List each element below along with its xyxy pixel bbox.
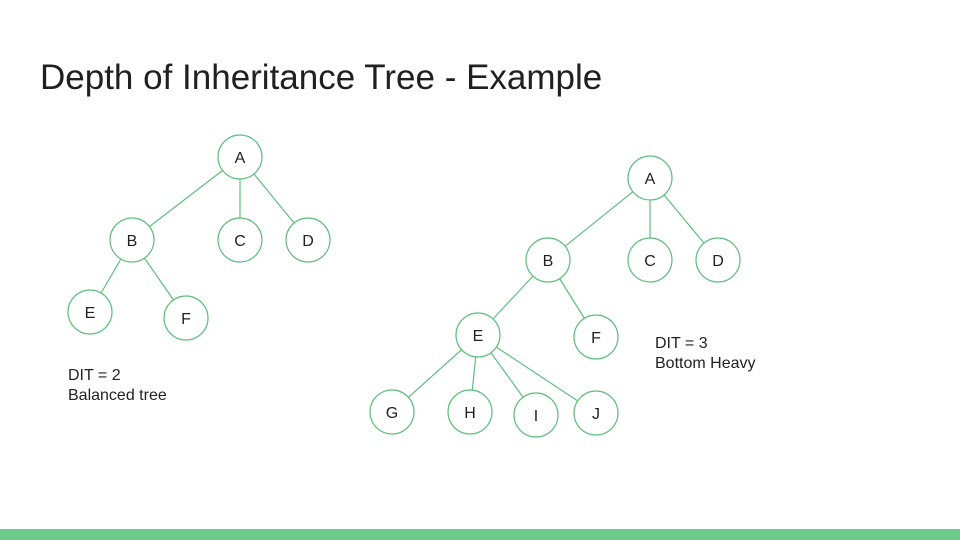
right-tree-node-H	[447, 389, 493, 435]
left-tree-node-label-D: D	[302, 233, 314, 250]
right-tree-node-label-C: C	[644, 253, 656, 270]
right-tree-edge-E-J	[477, 334, 597, 414]
footer-accent-bar	[0, 529, 960, 540]
slide-title: Depth of Inheritance Tree - Example	[40, 58, 603, 97]
right-tree-caption: DIT = 3 Bottom Heavy	[655, 334, 755, 374]
right-tree-node-label-F: F	[591, 330, 601, 347]
right-tree-node-D	[695, 237, 741, 283]
left-tree-node-label-B: B	[127, 233, 138, 250]
right-tree-node-label-H: H	[464, 405, 476, 422]
right-tree-node-label-A: A	[645, 171, 656, 188]
left-tree-edge-A-B	[131, 156, 241, 241]
right-tree-node-F	[573, 314, 619, 360]
left-tree-node-F	[163, 295, 209, 341]
right-tree-node-J	[573, 390, 619, 436]
right-tree-node-label-D: D	[712, 253, 724, 270]
right-tree-node-A	[627, 155, 673, 201]
left-tree-node-E	[67, 289, 113, 335]
left-tree-node-label-E: E	[85, 305, 96, 322]
left-tree-node-label-A: A	[235, 150, 246, 167]
right-tree-node-G	[369, 389, 415, 435]
right-tree-node-B	[525, 237, 571, 283]
right-tree-node-label-J: J	[592, 406, 600, 423]
left-tree-node-C	[217, 217, 263, 263]
left-tree-node-A	[217, 134, 263, 180]
right-tree-dit-label: DIT = 3	[655, 335, 708, 352]
right-tree: A B C D E F G H I J	[369, 155, 741, 438]
left-tree-dit-label: DIT = 2	[68, 367, 121, 384]
left-tree: A B C D E F	[67, 134, 331, 341]
right-tree-node-label-E: E	[473, 328, 484, 345]
right-tree-node-I	[513, 392, 559, 438]
right-tree-node-C	[627, 237, 673, 283]
left-tree-node-D	[285, 217, 331, 263]
left-tree-node-B	[109, 217, 155, 263]
right-tree-node-label-B: B	[543, 253, 554, 270]
left-tree-caption: DIT = 2 Balanced tree	[68, 366, 167, 406]
right-tree-node-E	[455, 312, 501, 358]
right-tree-description: Bottom Heavy	[655, 355, 756, 372]
left-tree-description: Balanced tree	[68, 387, 167, 404]
right-tree-node-label-I: I	[534, 408, 538, 425]
left-tree-node-label-C: C	[234, 233, 246, 250]
right-tree-node-label-G: G	[386, 405, 398, 422]
left-tree-node-label-F: F	[181, 311, 191, 328]
